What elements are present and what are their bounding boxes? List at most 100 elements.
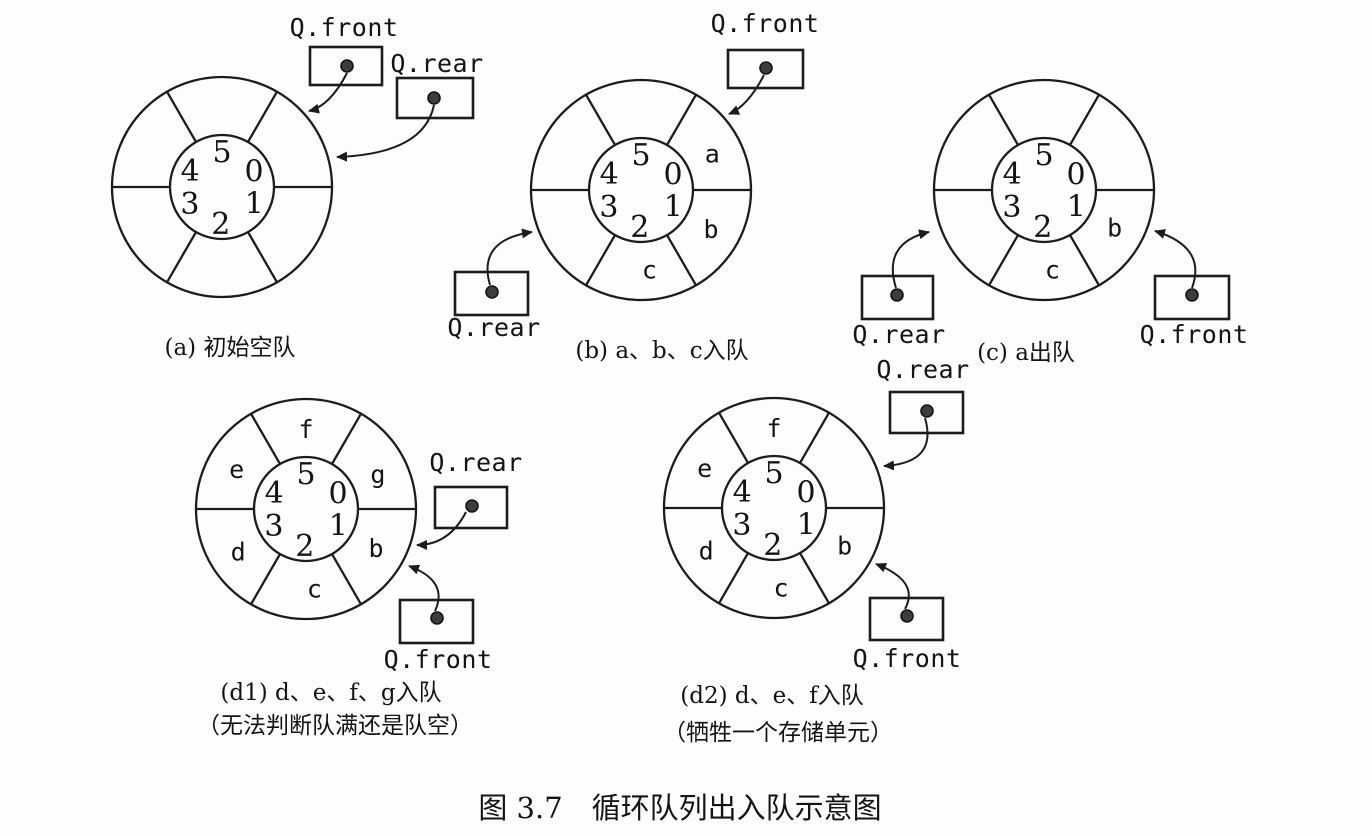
slot-index-label: 0	[329, 476, 348, 511]
slot-index-label: 2	[630, 210, 649, 245]
sector-divider	[585, 234, 616, 286]
front-pointer-dot	[340, 59, 354, 73]
slot-index-label: 1	[664, 190, 683, 225]
slot-index-label: 3	[599, 190, 618, 225]
queue-cell-value: b	[703, 215, 718, 244]
rear-pointer-label: Q.rear	[390, 49, 483, 78]
rear-pointer-dot	[920, 404, 934, 418]
queue-cell-value: e	[229, 455, 244, 484]
slot-index-label: 4	[181, 154, 200, 189]
slot-index-label: 4	[1003, 157, 1022, 192]
diagram-caption: (d2) d、e、f入队	[680, 683, 863, 709]
slot-index-label: 5	[296, 457, 315, 492]
diagram-caption: (c) a出队	[977, 340, 1075, 366]
sector-divider	[247, 91, 278, 143]
front-pointer-dot	[430, 611, 444, 625]
slot-index-label: 3	[1002, 190, 1021, 225]
sector-divider	[799, 412, 830, 464]
rear-pointer-arrow	[486, 228, 533, 286]
front-pointer-arrow	[1154, 229, 1197, 289]
queue-cell-value: b	[368, 534, 383, 563]
queue-cell-value: b	[1107, 214, 1122, 243]
sector-divider	[988, 94, 1019, 146]
front-pointer-arrow	[408, 564, 440, 612]
front-pointer-arrow	[875, 562, 910, 610]
slot-index-label: 1	[1067, 190, 1086, 225]
queue-cell-value: f	[298, 415, 313, 444]
slot-index-label: 0	[664, 157, 683, 192]
rear-pointer-box	[433, 485, 509, 530]
front-pointer-arrow	[308, 72, 348, 114]
rear-pointer-dot	[465, 499, 479, 513]
queue-cell-value: a	[705, 140, 720, 169]
sector-divider	[666, 234, 697, 286]
sector-divider	[666, 94, 697, 146]
sector-divider	[799, 552, 830, 604]
slot-index-label: 2	[763, 528, 782, 563]
rear-pointer-arrow	[416, 511, 467, 550]
queue-cell-value: c	[307, 575, 322, 604]
slot-index-label: 1	[797, 508, 816, 543]
figure-caption: 图 3.7 循环队列出入队示意图	[478, 791, 881, 825]
diagram-caption-note: （无法判断队满还是队空）	[197, 713, 473, 739]
sector-divider	[988, 234, 1019, 286]
front-pointer-label: Q.front	[290, 13, 399, 42]
sector-divider	[247, 231, 278, 283]
front-pointer-box	[726, 48, 805, 90]
rear-pointer-dot	[427, 91, 441, 105]
sector-divider	[250, 413, 281, 465]
queue-cell-value: d	[699, 536, 714, 565]
slot-index-label: 2	[1033, 210, 1052, 245]
slot-index-label: 2	[211, 207, 230, 242]
rear-pointer-label: Q.rear	[429, 448, 522, 477]
slot-index-label: 4	[600, 157, 619, 192]
rear-pointer-label: Q.rear	[852, 320, 945, 349]
sector-divider	[331, 553, 362, 605]
slot-index-label: 5	[1034, 138, 1053, 173]
sector-divider	[718, 552, 749, 604]
front-pointer-dot	[759, 61, 773, 75]
rear-pointer-arrow	[891, 229, 930, 289]
slot-index-label: 4	[265, 476, 284, 511]
diagram-caption: (b) a、b、c入队	[575, 338, 748, 364]
sector-divider	[1069, 234, 1100, 286]
slot-index-label: 4	[733, 475, 752, 510]
queue-cell-value: e	[697, 454, 712, 483]
slot-index-label: 0	[245, 154, 264, 189]
queue-cell-value: b	[837, 532, 852, 561]
rear-pointer-dot	[890, 288, 904, 302]
rear-pointer-label: Q.rear	[876, 355, 969, 384]
front-pointer-box	[868, 596, 945, 642]
diagram-caption: (a) 初始空队	[165, 335, 296, 361]
queue-cell-value: c	[773, 574, 788, 603]
front-pointer-box	[1153, 274, 1231, 321]
sector-divider	[331, 413, 362, 465]
slot-index-label: 0	[797, 475, 816, 510]
rear-pointer-box	[453, 270, 530, 317]
slot-index-label: 1	[329, 509, 348, 544]
front-pointer-label: Q.front	[1140, 320, 1249, 349]
rear-pointer-box	[888, 390, 965, 435]
queue-cell-value: c	[1045, 256, 1060, 285]
slot-index-label: 3	[732, 508, 751, 543]
queue-cell-value: c	[642, 256, 657, 285]
slot-index-label: 5	[212, 135, 231, 170]
front-pointer-box	[308, 45, 384, 87]
slot-index-label: 0	[1067, 157, 1086, 192]
rear-pointer-arrow	[883, 417, 929, 471]
front-pointer-label: Q.front	[384, 645, 493, 674]
front-pointer-label: Q.front	[853, 644, 962, 673]
rear-pointer-box	[395, 76, 475, 120]
rear-pointer-box	[860, 274, 935, 321]
slot-index-label: 1	[245, 187, 264, 222]
sector-divider	[1069, 94, 1100, 146]
sector-divider	[585, 94, 616, 146]
front-pointer-dot	[900, 609, 914, 623]
queue-cell-value: g	[370, 460, 385, 489]
slot-index-label: 3	[264, 509, 283, 544]
rear-pointer-dot	[485, 285, 499, 299]
